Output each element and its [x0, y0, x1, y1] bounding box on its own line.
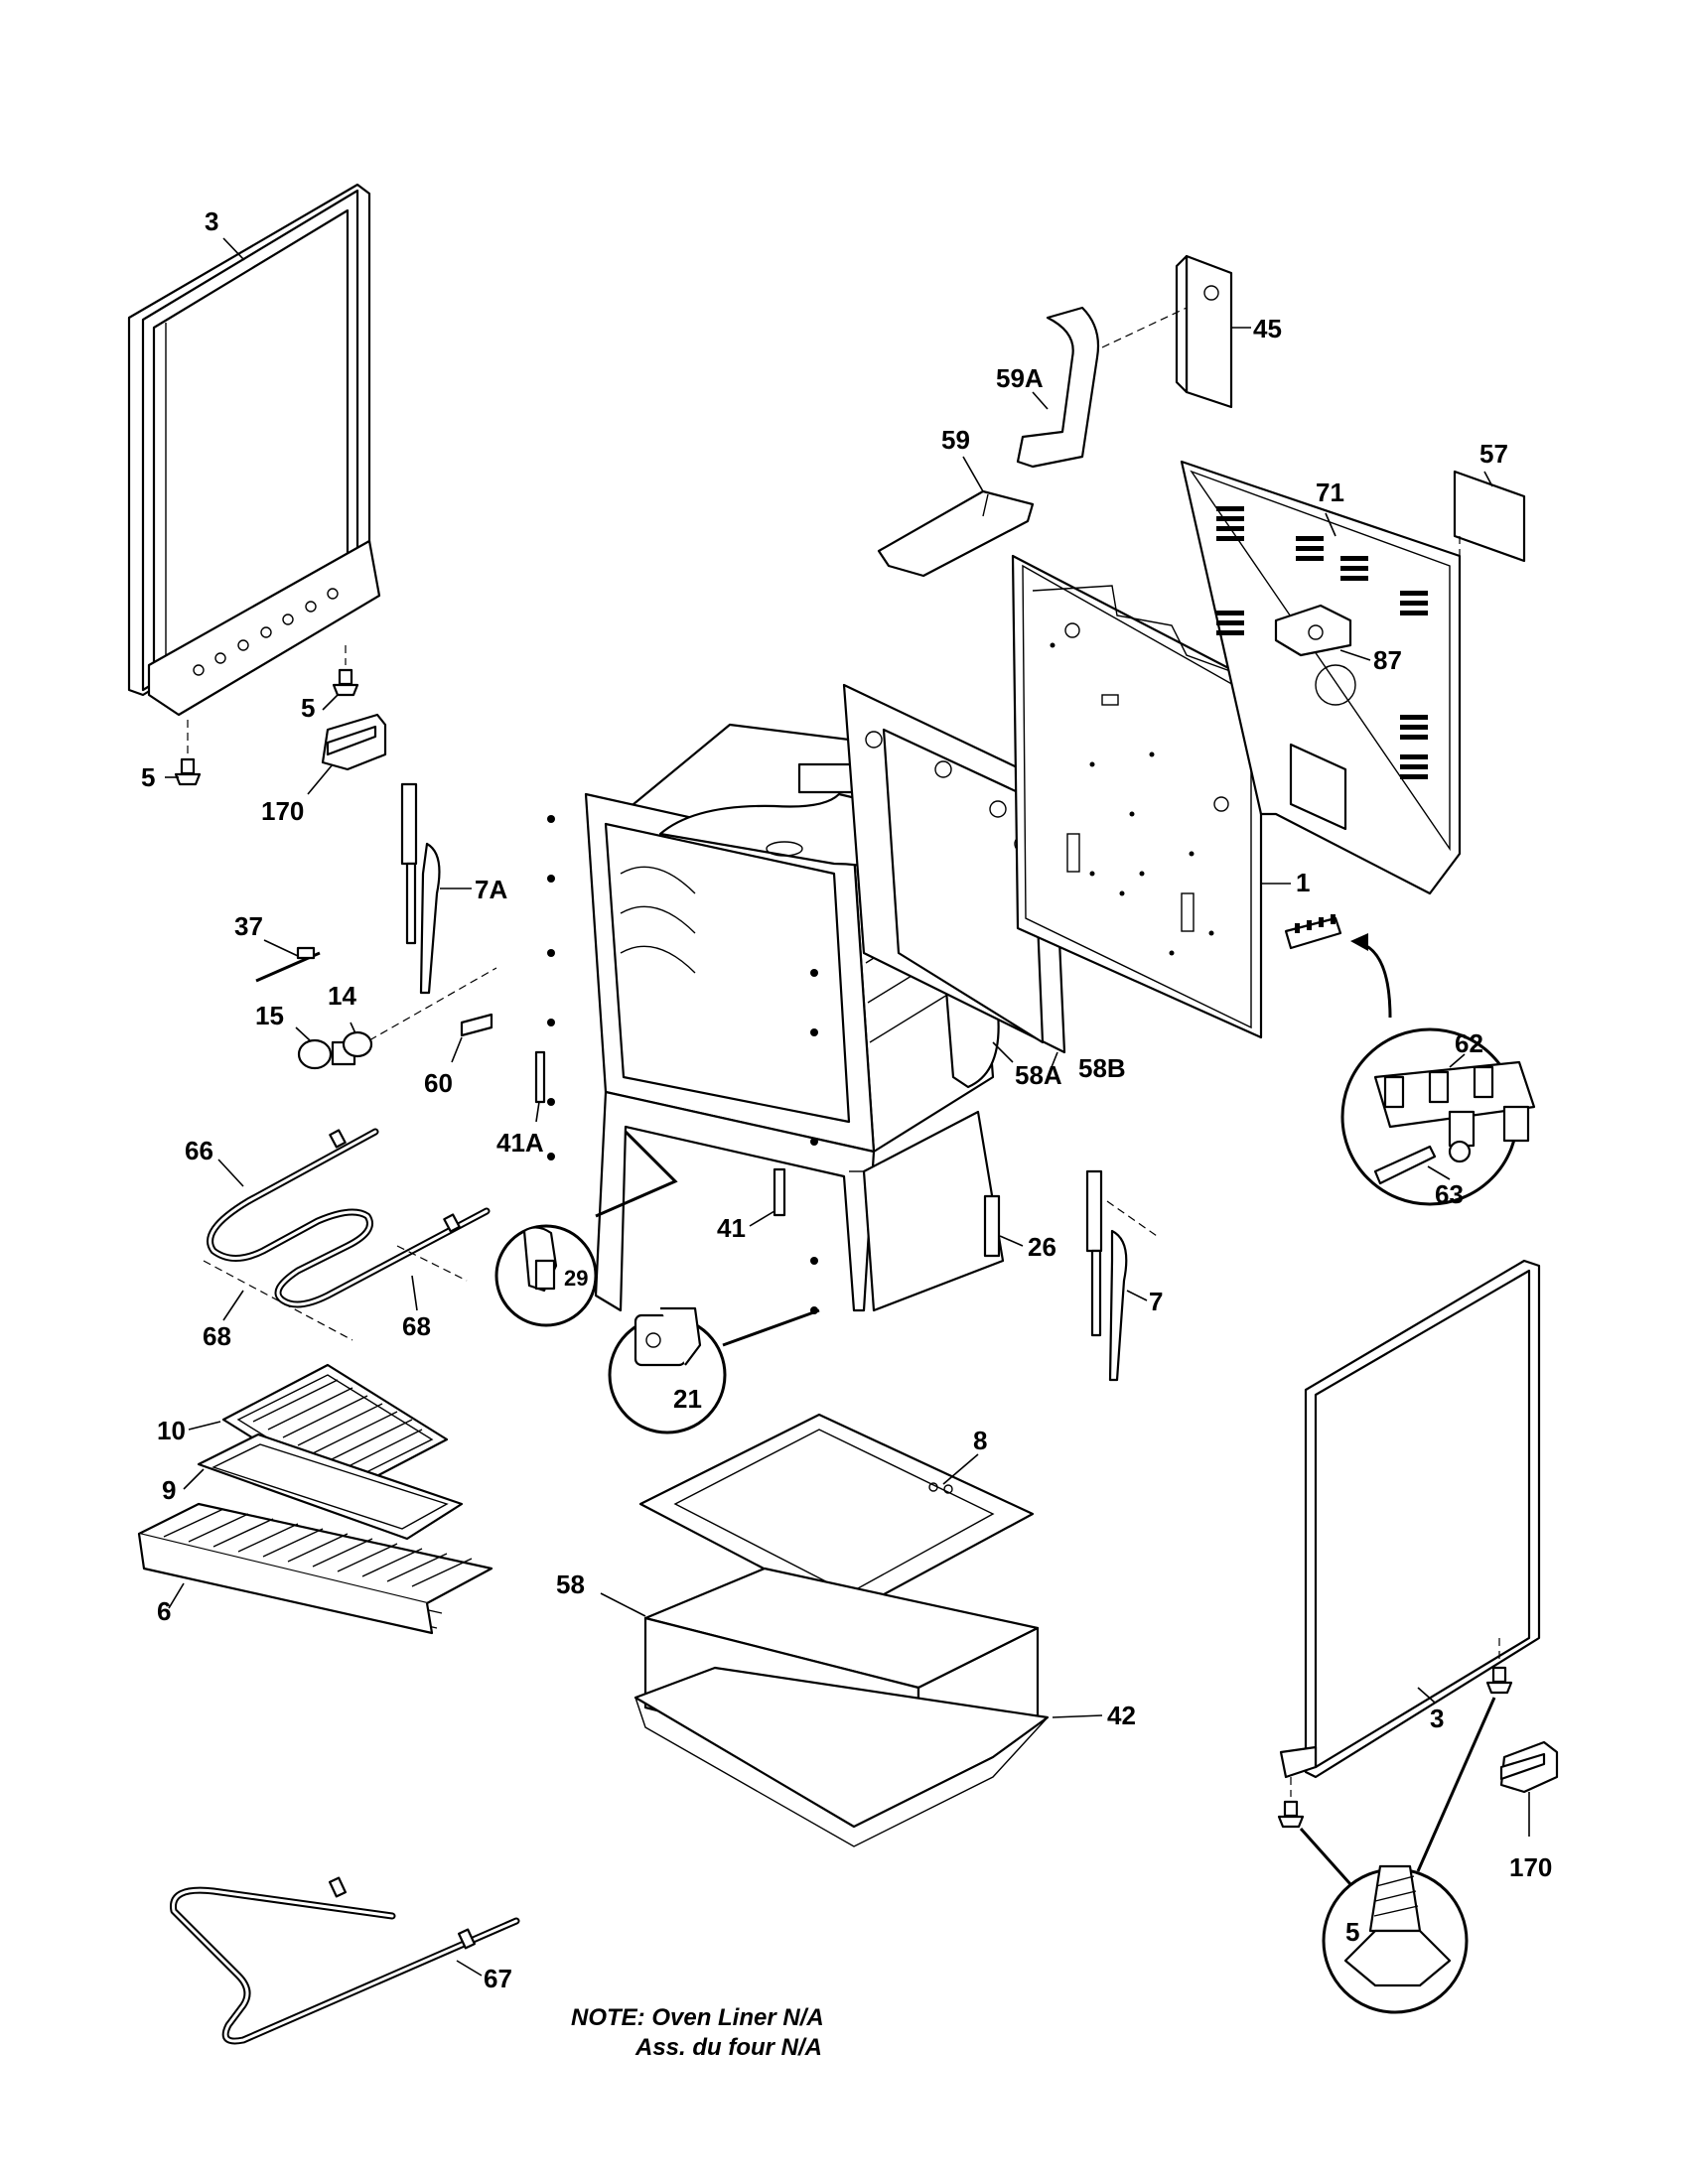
oven-sensor-37 — [255, 939, 321, 983]
callout-41: 41 — [717, 1213, 746, 1243]
bake-element-67 — [170, 1876, 520, 2045]
callout-68-right: 68 — [402, 1311, 431, 1341]
hinge-receiver-7A — [400, 782, 472, 995]
back-panel-1 — [1011, 554, 1291, 1039]
box-45 — [1101, 254, 1251, 409]
callout-71: 71 — [1316, 478, 1344, 507]
callout-3-right: 3 — [1430, 1704, 1444, 1733]
callout-29: 29 — [564, 1266, 588, 1291]
bracket-60 — [451, 1013, 493, 1063]
clip-21 — [608, 1306, 820, 1434]
callout-59A: 59A — [996, 363, 1044, 393]
callout-67: 67 — [484, 1964, 512, 1993]
callout-5-lower: 5 — [141, 762, 155, 792]
callout-87: 87 — [1373, 645, 1402, 675]
callout-58A: 58A — [1015, 1060, 1062, 1090]
broil-element-66 — [207, 1128, 491, 1308]
callout-42: 42 — [1107, 1701, 1136, 1730]
callout-6: 6 — [157, 1596, 171, 1626]
callout-63: 63 — [1435, 1179, 1464, 1209]
callout-45: 45 — [1253, 314, 1282, 343]
side-panel-right — [1279, 1259, 1541, 1779]
callout-5-right: 5 — [1345, 1917, 1359, 1947]
insulation-68 — [203, 1245, 468, 1341]
callout-170-right: 170 — [1509, 1852, 1552, 1882]
note: NOTE: Oven Liner N/A Ass. du four N/A — [571, 2004, 824, 2061]
callout-62: 62 — [1455, 1028, 1483, 1058]
bracket-26 — [983, 1194, 1024, 1258]
callout-8: 8 — [973, 1426, 987, 1455]
anti-tip-bracket-left — [307, 713, 387, 795]
callout-26: 26 — [1028, 1232, 1056, 1262]
callout-21: 21 — [673, 1384, 702, 1414]
callout-3-left: 3 — [205, 206, 218, 236]
callout-10: 10 — [157, 1416, 186, 1445]
callout-labels: 3 5 5 170 7A 37 15 14 60 41A 66 68 68 29… — [141, 206, 1552, 1993]
callout-15: 15 — [255, 1001, 284, 1030]
duct-59A — [1016, 306, 1100, 469]
callout-57: 57 — [1479, 439, 1508, 469]
callout-58B: 58B — [1078, 1053, 1126, 1083]
note-line-1: NOTE: Oven Liner N/A — [571, 2004, 824, 2031]
hinge-receiver-7 — [1085, 1169, 1158, 1382]
clip-29 — [494, 1130, 678, 1327]
leveling-leg-lower — [165, 720, 202, 786]
callout-37: 37 — [234, 911, 263, 941]
callout-7: 7 — [1149, 1287, 1163, 1316]
rear-panel-71 — [1180, 460, 1462, 895]
bracket-41A — [534, 1050, 546, 1123]
oven-lamp — [295, 967, 497, 1070]
callout-66: 66 — [185, 1136, 213, 1165]
callout-1: 1 — [1296, 868, 1310, 897]
callout-7A: 7A — [475, 875, 507, 904]
terminal-block-62 — [1284, 914, 1536, 1206]
callout-59: 59 — [941, 425, 970, 455]
broiler-pan-9 — [183, 1433, 464, 1541]
bottom-tray-42 — [633, 1666, 1103, 1847]
anti-tip-bracket-right — [1499, 1740, 1559, 1837]
leveling-leg-right — [1277, 1638, 1513, 2014]
bracket-41 — [749, 1167, 786, 1227]
callout-41A: 41A — [496, 1128, 544, 1158]
leveling-leg-upper — [322, 645, 359, 711]
callout-68-left: 68 — [203, 1321, 231, 1351]
oven-rack-6 — [137, 1502, 493, 1635]
duct-59 — [877, 456, 1035, 578]
callout-58: 58 — [556, 1570, 585, 1599]
callout-60: 60 — [424, 1068, 453, 1098]
note-line-2: Ass. du four N/A — [634, 2034, 822, 2061]
insulation-frame-58B — [842, 683, 1066, 1078]
callout-5-upper: 5 — [301, 693, 315, 723]
callout-14: 14 — [328, 981, 356, 1011]
side-panel-left — [127, 183, 381, 717]
callout-170-left: 170 — [261, 796, 304, 826]
cover-plate-57 — [1453, 470, 1526, 695]
callout-9: 9 — [162, 1475, 176, 1505]
